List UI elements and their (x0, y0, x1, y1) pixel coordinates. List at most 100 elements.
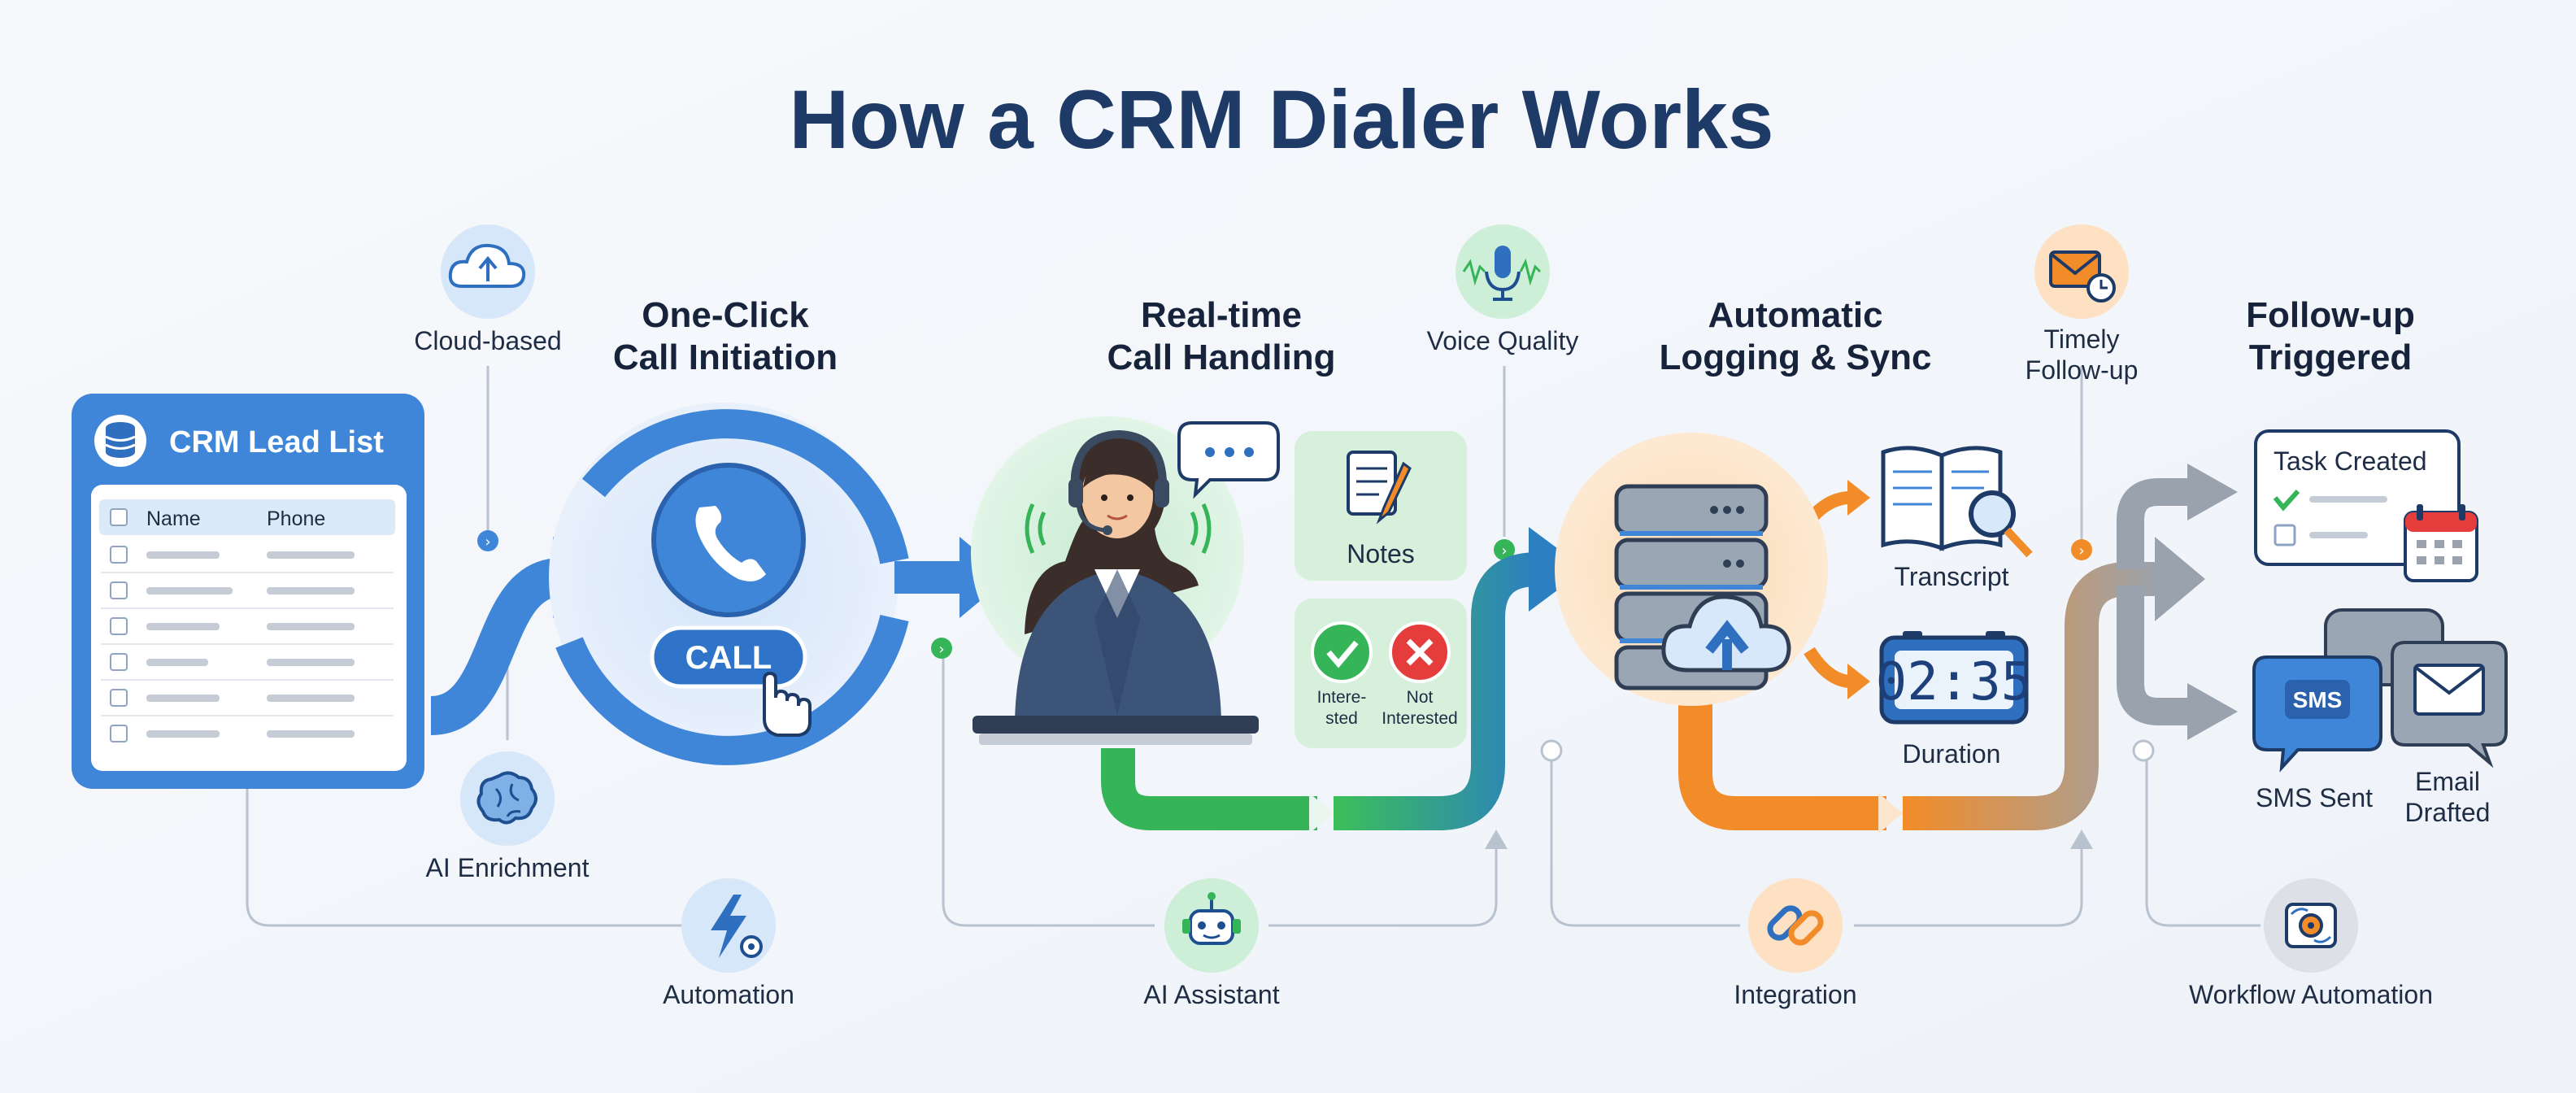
notes-label: Notes (1347, 539, 1415, 568)
interested-label-2: sted (1325, 709, 1358, 728)
feature-cloud: Cloud-based (414, 224, 562, 355)
table-row[interactable] (101, 617, 394, 645)
duration-label: Duration (1903, 739, 2001, 769)
lightning-gear-icon (711, 895, 763, 958)
email-drafted-item: Email Drafted (2391, 641, 2508, 827)
flow-arrow-orange (1678, 699, 1886, 830)
transcript-label: Transcript (1894, 562, 2008, 591)
robot-icon (1182, 892, 1241, 945)
workflow-gear-icon (2285, 903, 2337, 948)
table-row[interactable] (101, 546, 394, 573)
name-placeholder (146, 623, 220, 630)
task-check-icon (2273, 489, 2300, 512)
envelope-clock-icon (2049, 250, 2116, 303)
interested-label-1: Intere- (1317, 688, 1367, 707)
phone-placeholder (267, 695, 355, 702)
lead-list-title: CRM Lead List (169, 425, 384, 459)
interested-button[interactable] (1311, 621, 1373, 683)
stage-realtime-title-2: Call Handling (1107, 337, 1335, 377)
flow-arrow-gray (1903, 562, 2163, 830)
call-button-label: CALL (685, 640, 772, 676)
page-title: How a CRM Dialer Works (789, 73, 1773, 166)
feature-voice-quality: Voice Quality (1427, 224, 1578, 355)
feature-ai-assistant: AI Assistant (1143, 878, 1280, 1009)
outcome-card: Intere- sted Not Interested (1295, 599, 1467, 748)
feature-cloud-label: Cloud-based (414, 326, 561, 355)
svg-text:›: › (1501, 542, 1507, 560)
svg-text:›: › (2078, 542, 2084, 560)
task-created-label: Task Created (2274, 446, 2427, 476)
row-checkbox[interactable] (110, 581, 128, 599)
feature-workflow-label: Workflow Automation (2189, 980, 2433, 1009)
column-name: Name (146, 507, 201, 530)
stage-logging-title-1: Automatic (1708, 295, 1882, 335)
flow-arrow-blue (429, 558, 564, 735)
calendar-icon (2404, 504, 2478, 582)
stage-logging-title-2: Logging & Sync (1660, 337, 1932, 377)
name-placeholder (146, 695, 220, 702)
feature-timely-label-2: Follow-up (2026, 355, 2139, 385)
row-checkbox[interactable] (110, 653, 128, 671)
sms-sent-label: SMS Sent (2256, 783, 2373, 812)
pointer-hand-icon (763, 671, 812, 737)
x-icon (1406, 638, 1434, 666)
feature-integration: Integration (1734, 878, 1857, 1009)
email-bubble-icon (2391, 641, 2508, 769)
check-icon (1326, 640, 1359, 668)
flow-arrow-teal (1334, 552, 1538, 830)
transcript-item: Transcript (1881, 446, 2033, 591)
feature-connectors (246, 366, 2261, 927)
feature-timely-label-1: Timely (2043, 324, 2119, 354)
task-created-card: Task Created (2254, 429, 2478, 582)
stage-one-click-title-2: Call Initiation (613, 337, 838, 377)
phone-placeholder (267, 623, 355, 630)
brain-circuit-icon (476, 771, 537, 825)
table-row[interactable] (101, 581, 394, 609)
stage-realtime-title-1: Real-time (1141, 295, 1302, 335)
table-header (99, 499, 395, 535)
followup-branch-arrows (2117, 464, 2238, 740)
row-checkbox[interactable] (110, 617, 128, 635)
table-row[interactable] (101, 689, 394, 716)
select-all-checkbox[interactable] (110, 508, 128, 526)
agent-illustration (971, 416, 1259, 745)
phone-placeholder (267, 730, 355, 738)
not-interested-button[interactable] (1389, 621, 1451, 683)
row-checkbox[interactable] (110, 725, 128, 742)
feature-integration-label: Integration (1734, 980, 1856, 1009)
notepad-pencil-icon (1347, 451, 1412, 525)
feature-automation: Automation (663, 878, 794, 1009)
stage-followup-title-1: Follow-up (2246, 295, 2415, 335)
chat-bubble-icon (1177, 421, 1280, 499)
database-icon (105, 422, 136, 458)
lead-rows (101, 546, 394, 742)
feature-timely-followup: Timely Follow-up (2026, 224, 2139, 385)
feature-ai-assistant-label: AI Assistant (1143, 980, 1279, 1009)
row-checkbox[interactable] (110, 546, 128, 564)
phone-button[interactable] (651, 463, 806, 617)
sms-bubble-icon: SMS (2252, 655, 2382, 773)
call-button[interactable]: CALL (650, 625, 807, 689)
crm-lead-list-card: CRM Lead List Name Phone (72, 394, 424, 789)
sms-badge-label: SMS (2293, 687, 2343, 712)
notes-card: Notes (1295, 431, 1467, 581)
duration-item: 02:35 Duration (1876, 631, 2033, 769)
name-placeholder (146, 730, 220, 738)
email-label-1: Email (2415, 767, 2480, 796)
feature-automation-label: Automation (663, 980, 794, 1009)
task-checkbox[interactable] (2274, 524, 2296, 546)
cloud-upload-icon (448, 243, 526, 288)
phone-placeholder (267, 587, 355, 594)
feature-workflow: Workflow Automation (2189, 878, 2433, 1009)
stage-one-click-title-1: One-Click (642, 295, 809, 335)
clock-reading: 02:35 (1876, 652, 2033, 712)
row-checkbox[interactable] (110, 689, 128, 707)
table-row[interactable] (101, 653, 394, 681)
table-row[interactable] (110, 725, 355, 742)
name-placeholder (146, 587, 233, 594)
phone-icon (695, 506, 766, 581)
email-label-2: Drafted (2405, 798, 2491, 827)
microphone-icon (1462, 246, 1542, 301)
cloud-sync-icon (1661, 594, 1791, 673)
